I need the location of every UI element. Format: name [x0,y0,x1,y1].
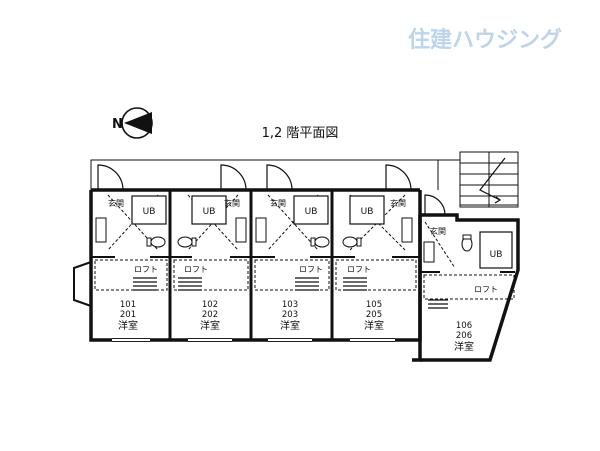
unit-number-lower: 106 [456,321,472,331]
staircase [459,151,519,208]
interior-partitions [91,256,515,273]
bath-label: UB [143,207,156,217]
unit-number-upper: 202 [202,310,218,320]
sink-icons [95,217,435,263]
bathroom-units [131,195,513,269]
room-type-label: 洋室 [364,319,384,332]
north-arrow-icon [121,107,153,139]
room-type-label: 洋室 [280,319,300,332]
unit-number-lower: 102 [202,300,218,310]
room-type-label: 洋室 [200,319,220,332]
entrance-doors [97,164,446,216]
unit-number-upper: 206 [456,331,472,341]
entrance-label: 玄関 [390,198,406,208]
window-frames [112,338,395,342]
bath-label: UB [203,207,216,217]
brand-logo: 住建ハウジング [408,27,562,53]
room-type-label: 洋室 [118,319,138,332]
unit-number-upper: 205 [366,310,382,320]
loft-label: ロフト [134,265,158,274]
unit-labels: 101 201 洋室 102 202 洋室 103 203 洋室 105 205… [118,300,474,353]
loft-label: ロフト [184,265,208,274]
plan-title: 1,2 階平面図 [262,126,339,141]
entrance-label: 玄関 [270,198,286,208]
unit-number-upper: 201 [120,310,136,320]
loft-label: ロフト [474,285,498,294]
room-type-label: 洋室 [454,340,474,353]
entrance-label: 玄関 [108,198,124,208]
entrance-label: 玄関 [430,226,446,236]
bay-window [73,261,92,307]
building-walls [89,188,520,362]
loft-labels: ロフト ロフト ロフト ロフト ロフト [134,265,498,294]
toilet-icons [146,234,473,252]
unit-number-lower: 105 [366,300,382,310]
unit-number-lower: 103 [282,300,298,310]
bath-label: UB [361,207,374,217]
unit-number-upper: 203 [282,310,298,320]
unit-number-lower: 101 [120,300,136,310]
bath-label: UB [490,250,503,260]
loft-label: ロフト [299,265,323,274]
party-walls [168,190,334,340]
loft-label: ロフト [347,265,371,274]
bath-labels: UB UB UB UB UB [143,207,503,260]
loft-ladders [133,277,448,309]
bath-label: UB [305,207,318,217]
entrance-label: 玄関 [224,198,240,208]
north-label: N [112,117,123,132]
entrance-labels: 玄関 玄関 玄関 玄関 玄関 [108,198,446,236]
